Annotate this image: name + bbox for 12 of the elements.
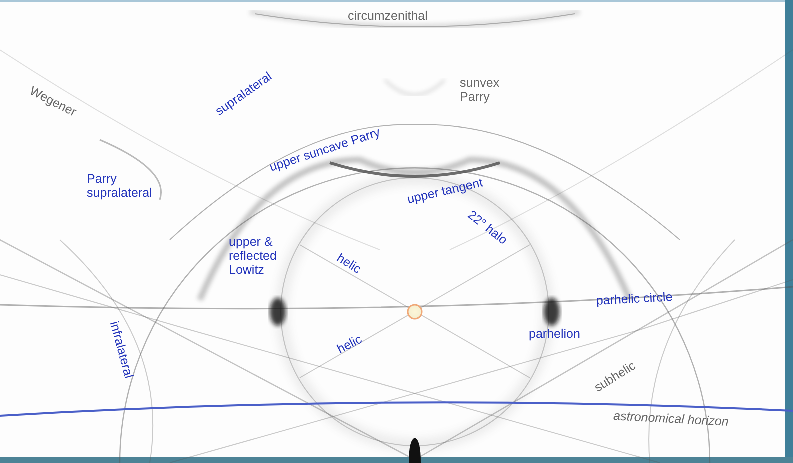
halo-label: Parry supralateral bbox=[87, 172, 154, 200]
halo-label: upper & reflected Lowitz bbox=[229, 235, 278, 277]
halo-label: parhelion bbox=[529, 327, 580, 341]
halo-label: upper tangent bbox=[406, 176, 484, 207]
halo-label: circumzenithal bbox=[348, 9, 428, 23]
halo-label: helic bbox=[334, 251, 364, 276]
halo-label: sunvex Parry bbox=[460, 76, 501, 104]
halo-label: astronomical horizon bbox=[613, 409, 730, 430]
halo-label: helic bbox=[335, 332, 364, 356]
halo-label: upper suncave Parry bbox=[268, 125, 382, 174]
halo-label: parhelic circle bbox=[596, 290, 674, 308]
halo-label: 22° halo bbox=[465, 208, 510, 248]
